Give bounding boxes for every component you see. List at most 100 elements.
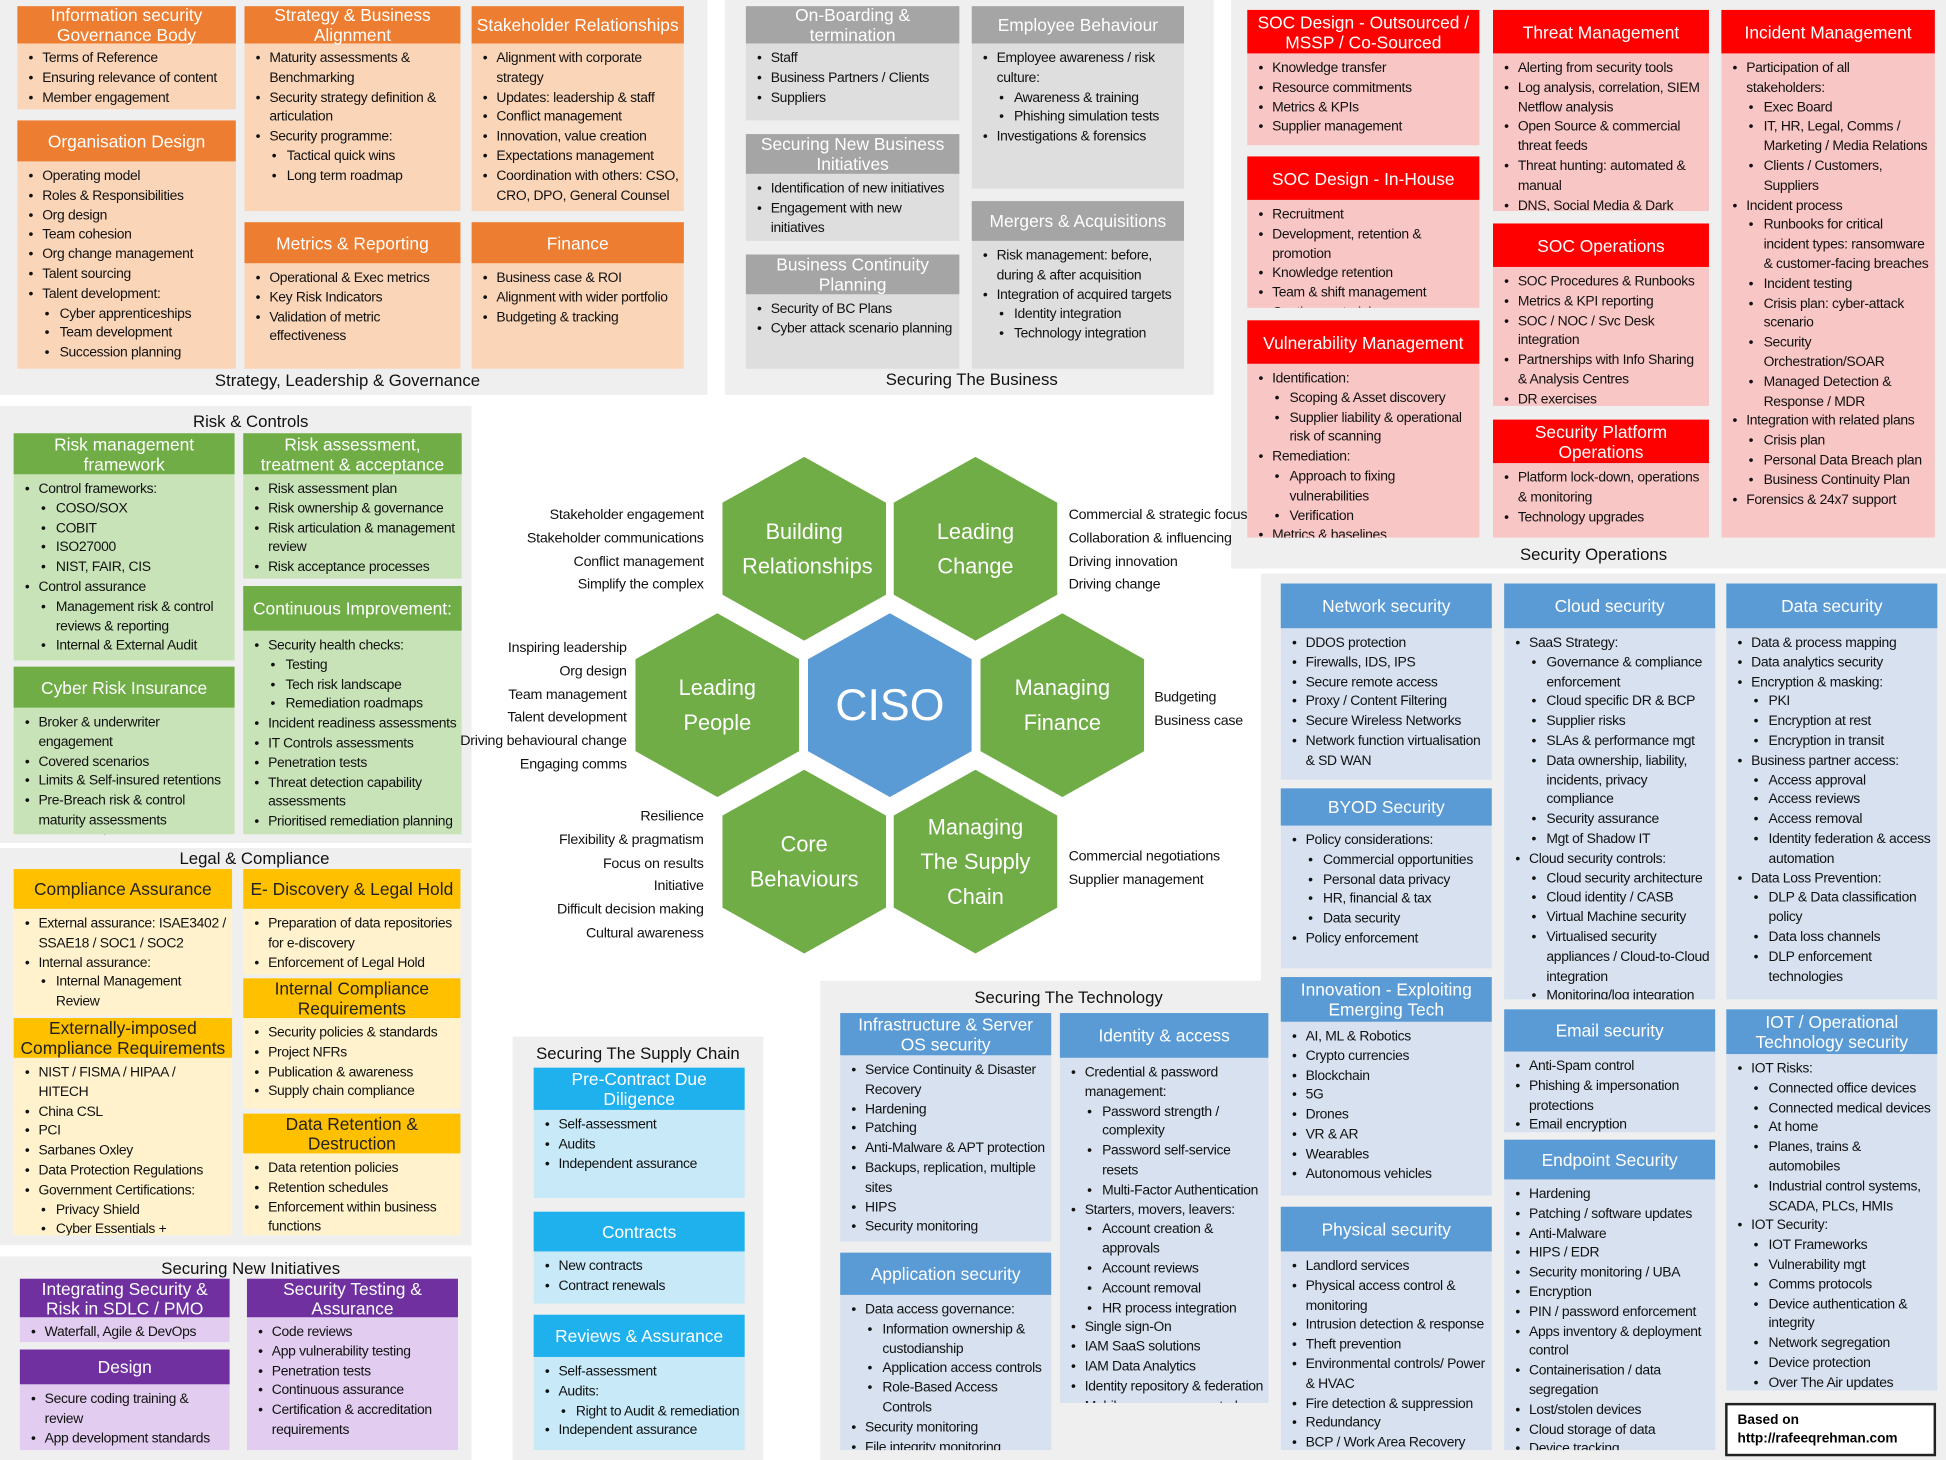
sub-list-item: Technology integration bbox=[982, 326, 1179, 346]
sub-list-item: Identity integration bbox=[982, 306, 1179, 326]
list-item: Certification & accreditation requiremen… bbox=[257, 1402, 453, 1441]
card-items: Knowledge transferResource commitmentsMe… bbox=[1247, 53, 1479, 145]
card-phys: Physical securityLandlord servicesPhysic… bbox=[1280, 1206, 1492, 1451]
list-item: Backups, replication, multiple sites bbox=[850, 1160, 1046, 1199]
list-item: Penetration tests bbox=[257, 1363, 453, 1383]
hex-label: Managing The Supply Chain bbox=[920, 814, 1031, 909]
card-items: Terms of ReferenceEnsuring relevance of … bbox=[17, 43, 235, 109]
card-title: Finance bbox=[471, 222, 684, 264]
card-title: Compliance Assurance bbox=[13, 869, 233, 909]
sub-list-item: Privacy Shield bbox=[24, 1201, 228, 1221]
card-emp: Employee BehaviourEmployee awareness / r… bbox=[971, 6, 1184, 189]
list-item: Supplier management bbox=[1257, 118, 1474, 138]
list-item: Contract renewals bbox=[544, 1277, 740, 1297]
list-item: AI, ML & Robotics bbox=[1291, 1028, 1487, 1048]
list-item: Preparation of data repositories for e-d… bbox=[253, 915, 455, 954]
sub-list-item: Team development bbox=[27, 324, 231, 344]
card-title: Information security Governance Body bbox=[17, 5, 236, 45]
list-item: Waterfall, Agile & DevOps bbox=[30, 1323, 225, 1342]
list-item: Engagement with new initiatives bbox=[756, 200, 955, 239]
list-item: Sarbanes Oxley bbox=[24, 1142, 228, 1162]
card-title: BYOD Security bbox=[1280, 788, 1492, 826]
list-item: Independent assurance bbox=[544, 1155, 740, 1175]
sub-list-item: Succession planning bbox=[27, 344, 231, 364]
sub-list-item: Cloud identity / CASB bbox=[1514, 889, 1710, 909]
hex-note: Driving change bbox=[1068, 577, 1161, 593]
card-socout: SOC Design - Outsourced / MSSP / Co-Sour… bbox=[1247, 9, 1480, 146]
card-items: Security of BC PlansCyber attack scenari… bbox=[746, 294, 959, 368]
list-item: Anti-Spam control bbox=[1514, 1058, 1710, 1078]
card-items: Secure coding training & reviewApp devel… bbox=[20, 1384, 230, 1450]
card-stest: Security Testing & AssuranceCode reviews… bbox=[246, 1278, 458, 1451]
card-ca: Compliance AssuranceExternal assurance: … bbox=[13, 869, 233, 1016]
sub-list-item: Commercial opportunities bbox=[1291, 851, 1487, 871]
list-item: BCP / Work Area Recovery sites bbox=[1291, 1434, 1487, 1450]
list-item: Data & process mapping bbox=[1736, 634, 1932, 654]
list-item: Metrics & KPI reporting bbox=[1503, 293, 1704, 313]
sub-list-item: Testing bbox=[253, 656, 457, 676]
section-title-newinit: Securing New Initiatives bbox=[161, 1258, 341, 1278]
card-incident: Incident ManagementParticipation of all … bbox=[1721, 9, 1935, 538]
sub-list-item: Runbooks for critical incident types: ra… bbox=[1731, 216, 1930, 275]
card-items: Data retention policiesRetention schedul… bbox=[243, 1153, 460, 1235]
list-item: SaaS Strategy: bbox=[1514, 634, 1710, 654]
card-items: Data access governance:Information owner… bbox=[840, 1295, 1051, 1450]
hex-supplychain: Managing The Supply Chain bbox=[893, 769, 1058, 954]
card-title: Cyber Risk Insurance bbox=[13, 666, 235, 708]
card-iot: IOT / Operational Technology securityIOT… bbox=[1726, 1009, 1938, 1391]
card-contracts: ContractsNew contractsContract renewals bbox=[533, 1211, 745, 1304]
sub-list-item: Internal Audit bbox=[24, 1013, 228, 1016]
list-item: IAM Data Analytics bbox=[1070, 1358, 1264, 1378]
hex-note: Commercial negotiations bbox=[1068, 849, 1221, 865]
card-items: Code reviewsApp vulnerability testingPen… bbox=[247, 1317, 458, 1450]
sub-list-item: HR process integration bbox=[1070, 1299, 1264, 1319]
list-item: Government Certifications: bbox=[24, 1182, 228, 1202]
section-title-secops: Security Operations bbox=[1519, 545, 1668, 564]
card-title: Reviews & Assurance bbox=[533, 1314, 745, 1357]
hex-note: Inspiring leadership bbox=[507, 640, 627, 656]
list-item: Open Source & commercial threat feeds bbox=[1503, 118, 1704, 157]
list-item: Risk assessment plan bbox=[253, 480, 457, 500]
card-items: Alerting from security toolsLog analysis… bbox=[1493, 53, 1709, 211]
card-email: Email securityAnti-Spam controlPhishing … bbox=[1504, 1009, 1716, 1133]
hex-note: Flexibility & pragmatism bbox=[558, 832, 704, 848]
list-item: Network function virtualisation & SD WAN bbox=[1291, 732, 1487, 771]
card-items: Self-assessmentAuditsIndependent assuran… bbox=[534, 1110, 745, 1198]
list-item: Security policies & standards bbox=[253, 1024, 455, 1044]
card-items: Identification of new initiativesEngagem… bbox=[746, 174, 959, 241]
sub-list-item: Account creation & approvals bbox=[1070, 1221, 1264, 1260]
list-item: Security health checks: bbox=[253, 637, 457, 657]
list-item: Continuous assurance bbox=[257, 1382, 453, 1402]
sub-list-item: Access reviews bbox=[1736, 791, 1932, 811]
sub-list-item: Account removal bbox=[1070, 1280, 1264, 1300]
sub-list-item: Governance & compliance enforcement bbox=[1514, 654, 1710, 693]
sub-list-item: Over The Air updates bbox=[1736, 1374, 1932, 1390]
sub-list-item: Phishing simulation tests bbox=[982, 108, 1179, 128]
list-item: Phishing & impersonation protections bbox=[1514, 1077, 1710, 1116]
list-item: External assurance: ISAE3402 / SSAE18 / … bbox=[24, 915, 228, 954]
list-item: Business partner access: bbox=[1736, 752, 1932, 772]
card-title: Business Continuity Planning bbox=[745, 254, 960, 295]
list-item: Employee awareness / risk culture: bbox=[982, 50, 1179, 89]
credit-url[interactable]: http://rafeeqrehman.com bbox=[1737, 1431, 1898, 1447]
list-item: Data analytics security bbox=[1736, 654, 1932, 674]
sub-list-item: NIST, FAIR, CIS bbox=[24, 559, 230, 579]
card-iam: Identity & accessCredential & password m… bbox=[1059, 1013, 1269, 1403]
list-item: Key Risk Indicators bbox=[254, 289, 455, 309]
card-stake: Stakeholder RelationshipsAlignment with … bbox=[471, 6, 684, 212]
card-title: Metrics & Reporting bbox=[244, 222, 461, 264]
hex-note: Resilience bbox=[640, 809, 704, 825]
list-item: Alignment with corporate strategy bbox=[482, 50, 679, 89]
list-item: SOC Procedures & Runbooks bbox=[1503, 273, 1704, 293]
hex-note: Supplier management bbox=[1068, 872, 1204, 888]
sub-list-item: IOT Frameworks bbox=[1736, 1237, 1932, 1257]
sub-list-item: Business Continuity Plan bbox=[1731, 471, 1930, 491]
list-item: Security requirements & NFRs bbox=[30, 1449, 225, 1450]
list-item: Secure Wireless Networks bbox=[1291, 713, 1487, 733]
list-item: Alignment with wider portfolio bbox=[482, 289, 679, 309]
